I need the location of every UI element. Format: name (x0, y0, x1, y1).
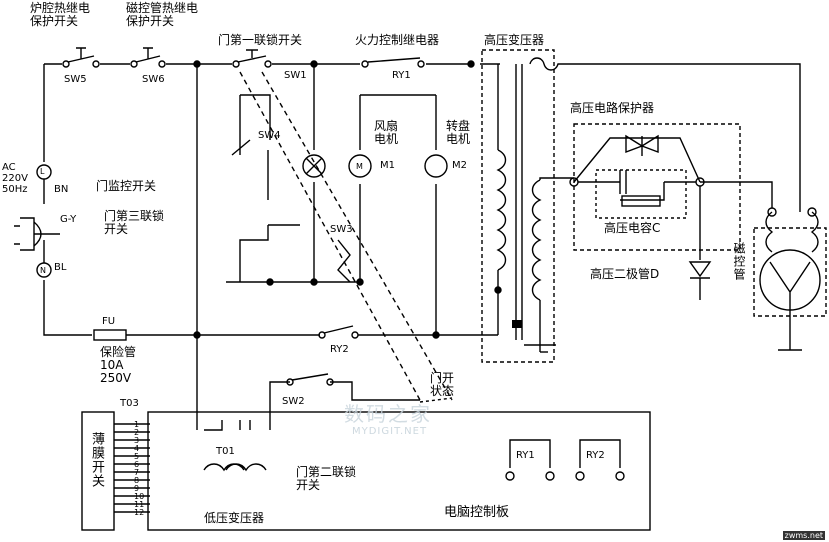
sw3-designator: SW3 (330, 224, 353, 235)
pin-4: 4 (134, 444, 140, 453)
pin-6: 6 (134, 460, 140, 469)
relay-ry1-contact (361, 57, 425, 68)
membrane-switch (81, 411, 115, 531)
lamp (302, 154, 326, 178)
hv-transformer (481, 49, 801, 363)
ry1-designator: RY1 (392, 70, 411, 81)
door-second-label: 门第二联锁 开关 (296, 465, 357, 492)
sw5-designator: SW5 (64, 74, 87, 85)
watermark-en: MYDIGIT.NET (352, 426, 428, 437)
watermark-cn: 数码之家 (344, 402, 432, 426)
fan-motor (348, 154, 372, 178)
turntable-motor-label: 转盘 电机 (446, 119, 471, 146)
pin-12: 12 (134, 508, 145, 517)
ac-input-label: AC 220V 50Hz (2, 162, 28, 195)
pin-1: 1 (134, 420, 140, 429)
fuse-label: 保险管 10A 250V (100, 345, 137, 385)
watermark-corner: zwms.net (782, 531, 825, 540)
n-designator: N (40, 266, 46, 275)
m1-designator: M1 (380, 160, 395, 171)
m-designator: M (356, 162, 363, 171)
pin-8: 8 (134, 476, 140, 485)
control-board-label: 电脑控制板 (444, 505, 510, 520)
fan-motor-label: 风扇 电机 (374, 119, 399, 146)
turntable-motor (424, 154, 448, 178)
bl-designator: BL (54, 262, 67, 273)
ry1-coil-designator: RY1 (516, 450, 535, 461)
pin-5: 5 (134, 452, 140, 461)
magnetron-label: 磁控管 (732, 242, 746, 281)
ac-plug (14, 164, 60, 278)
pin-9: 9 (134, 484, 140, 493)
pin-2: 2 (134, 428, 140, 437)
sw2-designator: SW2 (282, 396, 305, 407)
t01-designator: T01 (216, 446, 235, 457)
ry2-designator: RY2 (330, 344, 349, 355)
control-board (147, 411, 651, 531)
sw6-designator: SW6 (142, 74, 165, 85)
switch-sw6 (130, 47, 166, 68)
left-wire (43, 64, 498, 336)
switch-sw1 (232, 49, 272, 68)
pin-3: 3 (134, 436, 140, 445)
hv-protector-box (573, 123, 741, 251)
magnetron-relay-label: 磁控管热继电 保护开关 (126, 1, 199, 28)
hv-transformer-label: 高压变压器 (484, 33, 545, 47)
sw1-designator: SW1 (284, 70, 307, 81)
m2-designator: M2 (452, 160, 467, 171)
relay-ry2-contact (318, 325, 359, 339)
door-third-label: 门第三联锁 开关 (104, 209, 165, 236)
door-open-state-label: 门开 状态 (430, 371, 455, 398)
l-designator: L (40, 167, 45, 176)
bn-designator: BN (54, 184, 69, 195)
gy-designator: G-Y (60, 214, 77, 225)
hv-protector-label: 高压电路保护器 (570, 101, 655, 115)
pin-7: 7 (134, 468, 140, 477)
t03-designator: T03 (120, 398, 139, 409)
pin-10: 10 (134, 492, 145, 501)
door-first-interlock-label: 门第一联锁开关 (218, 33, 303, 47)
fu-designator: FU (102, 316, 116, 327)
door-monitor-label: 门监控开关 (96, 179, 157, 193)
hv-diode-label: 高压二极管D (590, 267, 660, 281)
hv-capacitor-label: 高压电容C (604, 221, 661, 235)
fuse (93, 329, 127, 341)
sw4-designator: SW4 (258, 130, 281, 141)
power-relay-label: 火力控制继电器 (355, 33, 440, 47)
furnace-relay-label: 炉腔热继电 保护开关 (30, 1, 91, 28)
membrane-switch-label: 薄膜开关 (89, 432, 104, 488)
pin-11: 11 (134, 500, 145, 509)
low-transformer-label: 低压变压器 (204, 511, 265, 525)
switch-sw5 (62, 47, 100, 68)
ry2-coil-designator: RY2 (586, 450, 605, 461)
